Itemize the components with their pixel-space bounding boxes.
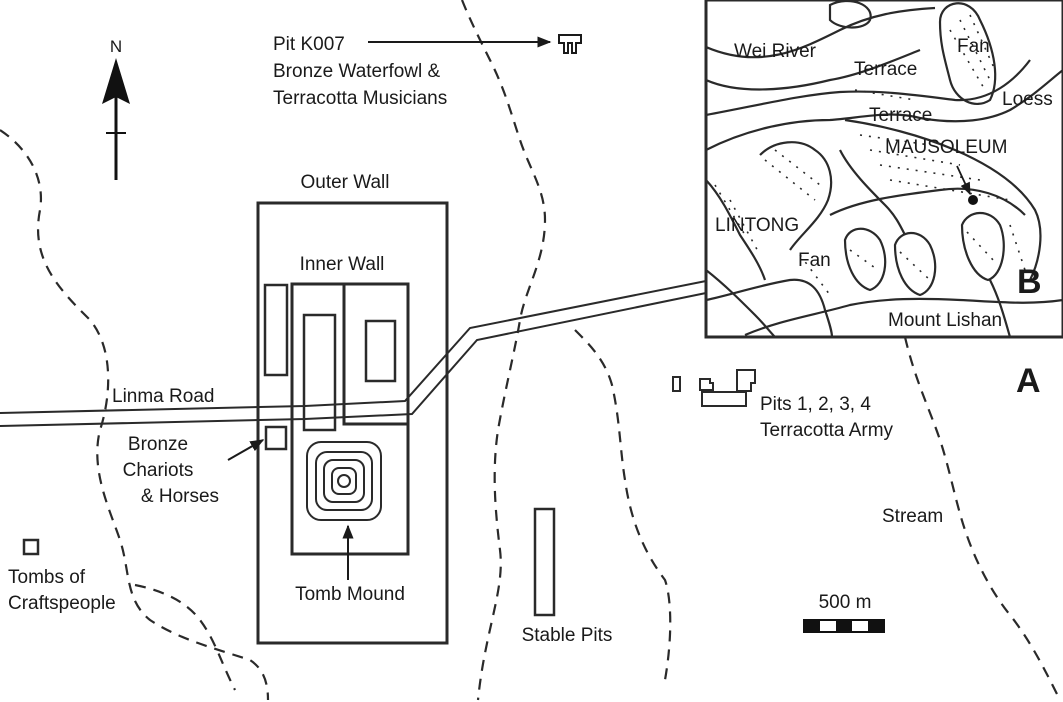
scale-bar-segment (836, 620, 852, 632)
chariots-label-1: Bronze (128, 434, 188, 455)
inset-label-terrace-1: Terrace (854, 59, 917, 80)
scale-bar-label: 500 m (819, 592, 872, 613)
linma-road-label: Linma Road (112, 386, 214, 407)
linma-road (0, 280, 707, 427)
scale-bar-segments (804, 620, 884, 632)
outer-wall (256, 201, 449, 645)
inset-label-fan-1: Fan (957, 36, 990, 57)
pit-k007-label-2: Bronze Waterfowl & (273, 61, 441, 82)
scale-bar-segment (868, 620, 884, 632)
pit-k007: Pit K007 Bronze Waterfowl & Terracotta M… (273, 34, 582, 109)
inset-label-mount-lishan: Mount Lishan (888, 310, 1002, 331)
stable-pits-label: Stable Pits (522, 625, 613, 646)
pits-label-2: Terracotta Army (760, 420, 894, 441)
north-label: N (110, 37, 122, 56)
inset-label-lintong: LINTONG (715, 215, 799, 236)
pits-label-1: Pits 1, 2, 3, 4 (760, 394, 871, 415)
panel-letter-b: B (1017, 263, 1042, 301)
stable-pits (533, 507, 556, 617)
terracotta-pits (672, 369, 756, 407)
inner-compound-northeast (342, 282, 410, 426)
chariots-label-2: Chariots (123, 460, 194, 481)
tomb-mound (306, 441, 382, 521)
bronze-chariots-pit (264, 425, 288, 451)
inset-label-wei-river: Wei River (734, 41, 817, 62)
panel-letter-a: A (1016, 362, 1041, 400)
building-central (302, 313, 337, 432)
building-west (263, 283, 289, 377)
scale-bar-segment (804, 620, 820, 632)
scale-bar: 500 m (803, 592, 885, 633)
inset-map: Wei River Terrace Terrace Fan Loess MAUS… (704, 0, 1063, 339)
craftspeople-tomb (22, 538, 40, 556)
stream-label: Stream (882, 506, 943, 527)
inner-wall-label: Inner Wall (300, 254, 385, 275)
chariots-label-3: & Horses (141, 486, 219, 507)
pit-k007-label-1: Pit K007 (273, 34, 345, 55)
building-east (364, 319, 397, 383)
pit-k007-label-3: Terracotta Musicians (273, 88, 447, 109)
outer-wall-label: Outer Wall (300, 172, 389, 193)
mausoleum-marker (968, 195, 978, 205)
north-arrow: N (102, 37, 130, 180)
tomb-mound-label: Tomb Mound (295, 584, 405, 605)
craftspeople-label-2: Craftspeople (8, 593, 116, 614)
craftspeople-label-1: Tombs of (8, 567, 86, 588)
inset-label-fan-2: Fan (798, 250, 831, 271)
inset-label-mausoleum: MAUSOLEUM (885, 137, 1007, 158)
inset-label-loess: Loess (1002, 89, 1053, 110)
inset-label-terrace-2: Terrace (869, 105, 932, 126)
